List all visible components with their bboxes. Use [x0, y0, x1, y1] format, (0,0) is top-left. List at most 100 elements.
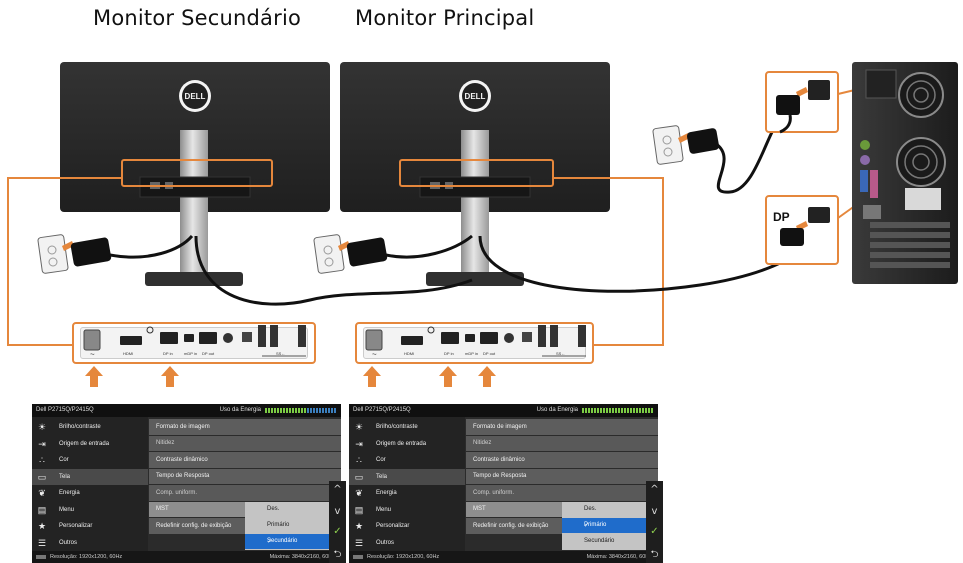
osd-sub-response-time[interactable]: Tempo de Resposta: [466, 468, 658, 484]
power-plug-icon: [62, 237, 112, 267]
ok-check-icon[interactable]: ✓: [333, 526, 342, 537]
usb-upstream-port-icon: [242, 332, 252, 342]
back-icon[interactable]: ⮌: [650, 549, 659, 560]
osd-sub-aspect[interactable]: Formato de imagem: [466, 419, 658, 435]
osd-menu-color[interactable]: ∴Cor: [32, 452, 148, 469]
secondary-panel-ports: [83, 325, 306, 357]
usb-ss-label: SS←: [556, 351, 566, 356]
osd-menu-display[interactable]: ▭Tela: [32, 468, 148, 485]
primary-monitor: DELL: [340, 62, 610, 286]
secondary-port-callout: [121, 159, 273, 187]
mdp-in-port-icon: [465, 334, 475, 342]
ac-label: ~: [90, 350, 95, 359]
osd-sub-dynamic-contrast[interactable]: Contraste dinâmico: [149, 452, 341, 468]
displayport-socket-icon: [808, 207, 830, 223]
brightness-icon: ☀: [354, 422, 364, 432]
osd-sub-sharpness[interactable]: Nitidez: [149, 435, 341, 451]
osd-primary: Dell P2715Q/P2415Q Uso da Energia ☀Brilh…: [349, 404, 658, 563]
power-plug-icon: [338, 237, 388, 267]
osd-option-primary[interactable]: ✓Primário: [562, 517, 658, 533]
input-connector-icon: [36, 555, 46, 559]
osd-option-primary[interactable]: Primário: [267, 522, 290, 528]
usb-port-icon: [298, 325, 306, 347]
lock-slot-icon: [427, 326, 435, 334]
arrow-up-icon: [478, 366, 496, 387]
osd-menu-input[interactable]: ⇥Origem de entrada: [38, 438, 110, 449]
osd-menu-menu[interactable]: ▤Menu: [354, 504, 392, 515]
secondary-monitor: DELL: [60, 62, 330, 286]
input-source-icon: ⇥: [355, 438, 363, 449]
color-icon: ∴: [356, 455, 362, 465]
primary-port-callout: [399, 159, 554, 187]
usb-port-icon: [258, 325, 266, 347]
display-icon: ▭: [354, 471, 364, 482]
hardware-illustration: DELL DELL: [7, 62, 958, 346]
ok-check-icon[interactable]: ✓: [650, 526, 659, 537]
dp-label: DP: [773, 210, 790, 224]
up-arrow-icon[interactable]: ^: [333, 484, 342, 495]
osd-option-secondary[interactable]: ✓Secundário: [245, 533, 341, 549]
input-source-icon: ⇥: [38, 438, 46, 449]
usb-port-icon: [550, 325, 558, 347]
osd-menu-menu[interactable]: ▤Menu: [37, 504, 75, 515]
down-arrow-icon[interactable]: v: [334, 506, 341, 517]
ac-power-port-icon: [83, 329, 101, 351]
osd-menu-brightness[interactable]: ☀Brilho/contraste: [354, 422, 418, 432]
displayport-plug-icon: [780, 228, 804, 246]
osd-nav-right: ^ v ✓ ⮌: [646, 481, 663, 563]
usb-port-icon: [578, 325, 586, 347]
callout-lines: [7, 177, 664, 346]
hdmi-port-icon: [401, 336, 423, 345]
osd-sub-uniformity[interactable]: Comp. uniform.: [149, 485, 341, 501]
dell-logo-icon: DELL: [459, 80, 491, 112]
osd-resolution: Resolução: 1920x1200, 60Hz: [367, 554, 440, 560]
ac-power-port-icon: [365, 329, 383, 351]
primary-monitor-title: Monitor Principal: [355, 6, 535, 30]
color-icon: ∴: [39, 455, 45, 465]
secondary-monitor-title: Monitor Secundário: [93, 6, 302, 30]
up-arrow-icon[interactable]: ^: [650, 484, 659, 495]
input-connector-icon: [353, 555, 363, 559]
osd-option-secondary[interactable]: Secundário: [584, 538, 615, 544]
down-arrow-icon[interactable]: v: [651, 506, 658, 517]
arrow-up-icon: [161, 366, 179, 387]
osd-menu-personalize[interactable]: ★Personalizar: [37, 521, 93, 531]
pc-tower: [852, 62, 958, 284]
energy-icon: ❦: [355, 488, 363, 498]
osd-sub-aspect[interactable]: Formato de imagem: [149, 419, 341, 435]
primary-panel-ports: [365, 325, 586, 357]
osd-menu-energy[interactable]: ❦Energia: [355, 488, 397, 498]
osd-menu-input[interactable]: ⇥Origem de entrada: [355, 438, 427, 449]
osd-menu-color[interactable]: ∴Cor: [349, 452, 465, 469]
ac-label: ~: [372, 350, 377, 359]
osd-menu-others[interactable]: ☰Outros: [354, 537, 395, 548]
osd-sub-response-time[interactable]: Tempo de Resposta: [149, 468, 341, 484]
osd-menu-others[interactable]: ☰Outros: [37, 537, 78, 548]
others-icon: ☰: [354, 537, 364, 548]
wall-outlet-icon: [313, 234, 345, 274]
osd-menu-display[interactable]: ▭Tela: [349, 468, 465, 485]
others-icon: ☰: [37, 537, 47, 548]
osd-menu-energy[interactable]: ❦Energia: [38, 488, 80, 498]
back-icon[interactable]: ⮌: [333, 549, 342, 560]
osd-menu-personalize[interactable]: ★Personalizar: [354, 521, 410, 531]
osd-sub-uniformity[interactable]: Comp. uniform.: [466, 485, 658, 501]
hdmi-port-icon: [120, 336, 142, 345]
osd-secondary: Dell P2715Q/P2415Q Uso da Energia ☀Brilh…: [32, 404, 341, 563]
arrow-up-icon: [439, 366, 457, 387]
audio-out-port-icon: [504, 333, 514, 343]
wall-outlet-icon: [37, 234, 69, 274]
osd-sub-dynamic-contrast[interactable]: Contraste dinâmico: [466, 452, 658, 468]
svg-text:DELL: DELL: [465, 92, 486, 101]
lock-slot-icon: [146, 326, 154, 334]
star-icon: ★: [354, 521, 364, 531]
usb-port-icon: [538, 325, 546, 347]
usb-port-icon: [270, 325, 278, 347]
osd-nav-left: ^ v ✓ ⮌: [329, 481, 346, 563]
osd-menu-brightness[interactable]: ☀Brilho/contraste: [37, 422, 101, 432]
osd-option-off[interactable]: Des.: [267, 506, 280, 512]
osd-option-off[interactable]: Des.: [584, 506, 597, 512]
osd-sub-sharpness[interactable]: Nitidez: [466, 435, 658, 451]
star-icon: ★: [37, 521, 47, 531]
secondary-monitor-stand: [180, 130, 208, 275]
